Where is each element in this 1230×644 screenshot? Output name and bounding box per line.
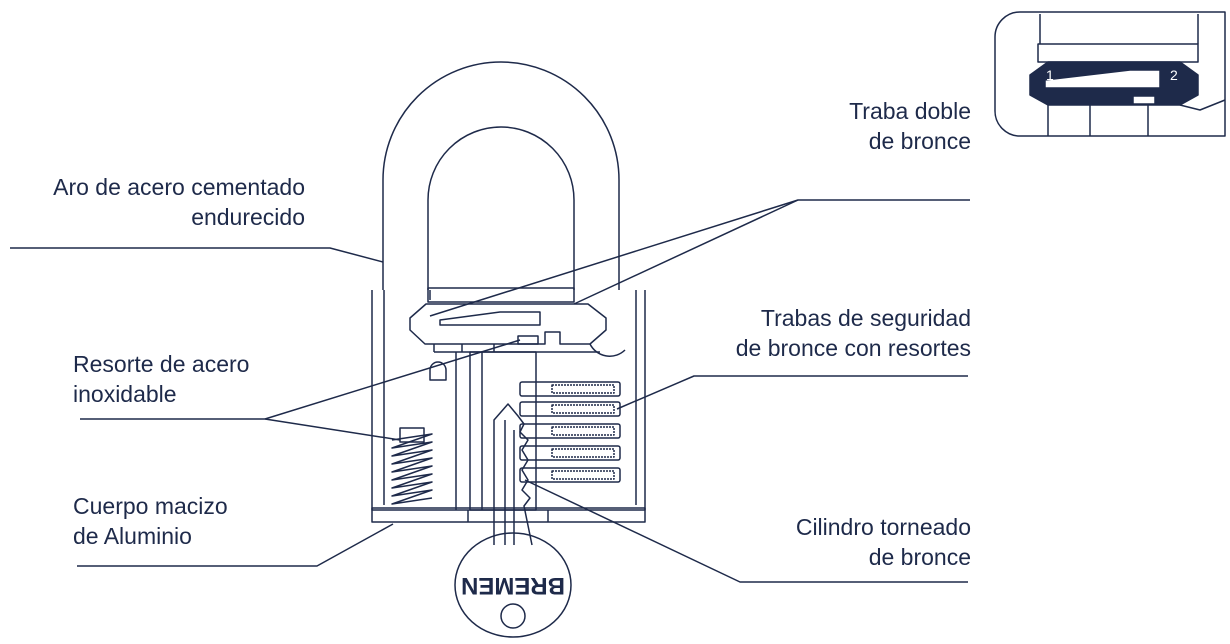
label-cilindro-line2: de bronce bbox=[868, 544, 971, 570]
key bbox=[454, 403, 572, 638]
label-cuerpo-line1: Cuerpo macizo bbox=[73, 493, 228, 519]
label-trabas-line2: de bronce con resortes bbox=[735, 335, 971, 361]
inset-marker-1: 1 bbox=[1046, 67, 1054, 83]
label-traba: Traba doble de bronce bbox=[700, 96, 971, 156]
leader-lines-right bbox=[429, 199, 970, 583]
label-traba-line2: de bronce bbox=[868, 128, 971, 154]
label-aro: Aro de acero cementado endurecido bbox=[0, 172, 305, 232]
inset-detail bbox=[994, 11, 1226, 137]
label-cuerpo-line2: de Aluminio bbox=[73, 523, 192, 549]
label-cuerpo: Cuerpo macizo de Aluminio bbox=[73, 491, 228, 551]
label-traba-line1: Traba doble bbox=[849, 98, 971, 124]
label-resorte-line1: Resorte de acero bbox=[73, 351, 250, 377]
label-aro-line2: endurecido bbox=[191, 204, 305, 230]
label-resorte-line2: inoxidable bbox=[73, 381, 177, 407]
spring bbox=[391, 427, 433, 505]
inset-marker-2: 2 bbox=[1170, 67, 1178, 83]
label-aro-line1: Aro de acero cementado bbox=[53, 174, 305, 200]
label-cilindro-line1: Cilindro torneado bbox=[795, 514, 971, 540]
label-trabas: Trabas de seguridad de bronce con resort… bbox=[600, 303, 971, 363]
shackle bbox=[382, 61, 620, 290]
key-brand: BREMEN bbox=[461, 572, 565, 599]
leader-lines-left bbox=[10, 247, 521, 567]
label-cilindro: Cilindro torneado de bronce bbox=[700, 512, 971, 572]
security-pins bbox=[519, 381, 621, 483]
cylinder bbox=[429, 351, 537, 511]
label-trabas-line1: Trabas de seguridad bbox=[760, 305, 971, 331]
label-resorte: Resorte de acero inoxidable bbox=[73, 349, 249, 409]
